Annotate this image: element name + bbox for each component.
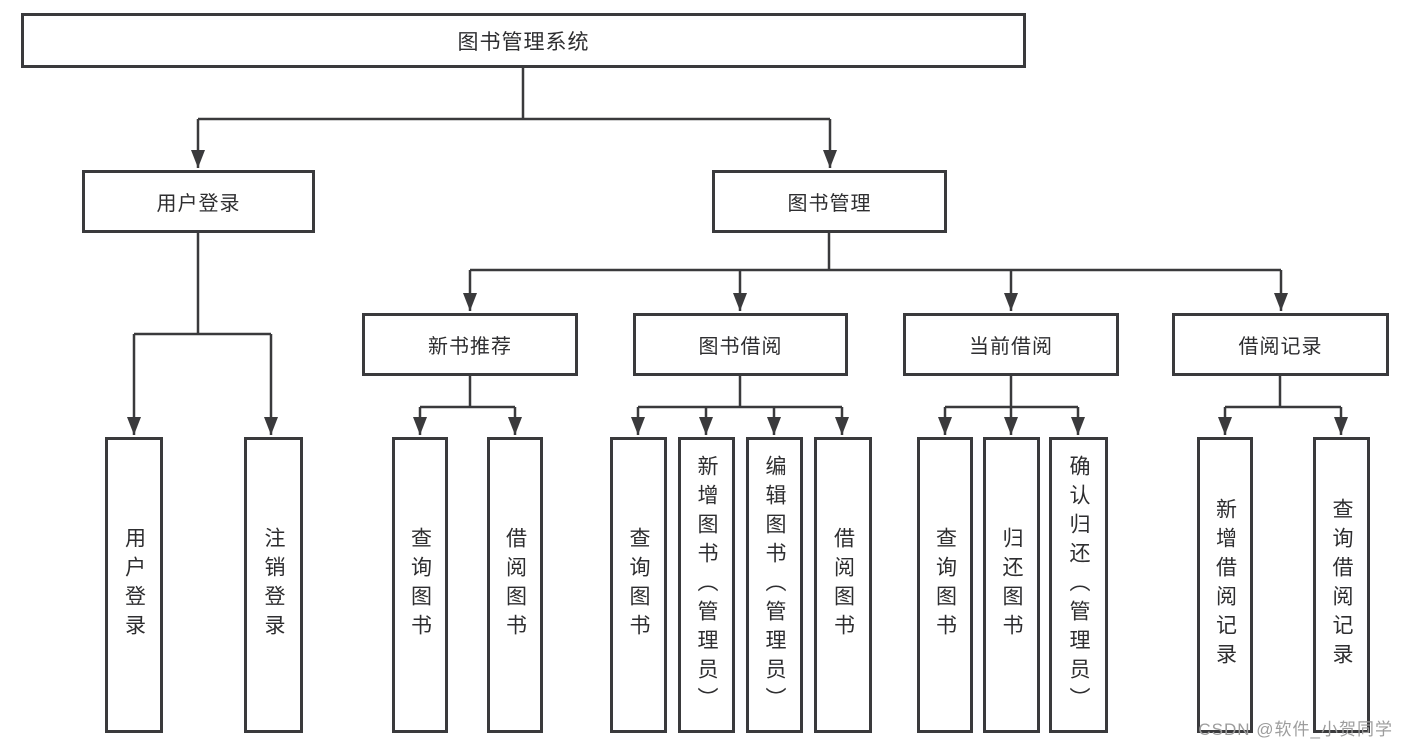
node-new-book-recommend: 新书推荐 bbox=[362, 313, 578, 376]
leaf-label: 查询图书 bbox=[408, 527, 432, 643]
leaf-add-borrow-record: 新增借阅记录 bbox=[1197, 437, 1253, 733]
leaf-label: 注销登录 bbox=[262, 527, 285, 643]
node-borrowing-records: 借阅记录 bbox=[1172, 313, 1389, 376]
node-current-borrowing: 当前借阅 bbox=[903, 313, 1119, 376]
leaf-borrow-books-recommend: 借阅图书 bbox=[487, 437, 543, 733]
leaf-logout: 注销登录 bbox=[244, 437, 303, 733]
leaf-return-books: 归还图书 bbox=[983, 437, 1040, 733]
node-library-system: 图书管理系统 bbox=[21, 13, 1026, 68]
leaf-label: 新增图书（管理员） bbox=[695, 454, 718, 716]
leaf-label: 编辑图书（管理员） bbox=[763, 454, 786, 716]
leaf-label: 借阅图书 bbox=[503, 527, 527, 643]
leaf-label: 查询图书 bbox=[627, 527, 650, 643]
leaf-label: 确认归还（管理员） bbox=[1067, 454, 1090, 716]
leaf-label: 归还图书 bbox=[1000, 527, 1023, 643]
leaf-borrow-books: 借阅图书 bbox=[814, 437, 872, 733]
leaf-label: 查询图书 bbox=[933, 527, 957, 643]
leaf-label: 借阅图书 bbox=[831, 527, 855, 643]
leaf-label: 新增借阅记录 bbox=[1213, 498, 1237, 672]
leaf-user-login: 用户登录 bbox=[105, 437, 163, 733]
leaf-query-books-current: 查询图书 bbox=[917, 437, 973, 733]
node-user-login: 用户登录 bbox=[82, 170, 315, 233]
leaf-add-books-admin: 新增图书（管理员） bbox=[678, 437, 735, 733]
leaf-edit-books-admin: 编辑图书（管理员） bbox=[746, 437, 803, 733]
node-book-borrowing: 图书借阅 bbox=[633, 313, 848, 376]
leaf-query-borrow-record: 查询借阅记录 bbox=[1313, 437, 1370, 733]
leaf-label: 查询借阅记录 bbox=[1330, 498, 1353, 672]
leaf-query-books-recommend: 查询图书 bbox=[392, 437, 448, 733]
csdn-watermark: CSDN @软件_小贺同学 bbox=[1198, 720, 1393, 739]
leaf-confirm-return-admin: 确认归还（管理员） bbox=[1049, 437, 1108, 733]
leaf-label: 用户登录 bbox=[122, 527, 146, 643]
leaf-query-books-borrowing: 查询图书 bbox=[610, 437, 667, 733]
node-book-management: 图书管理 bbox=[712, 170, 947, 233]
